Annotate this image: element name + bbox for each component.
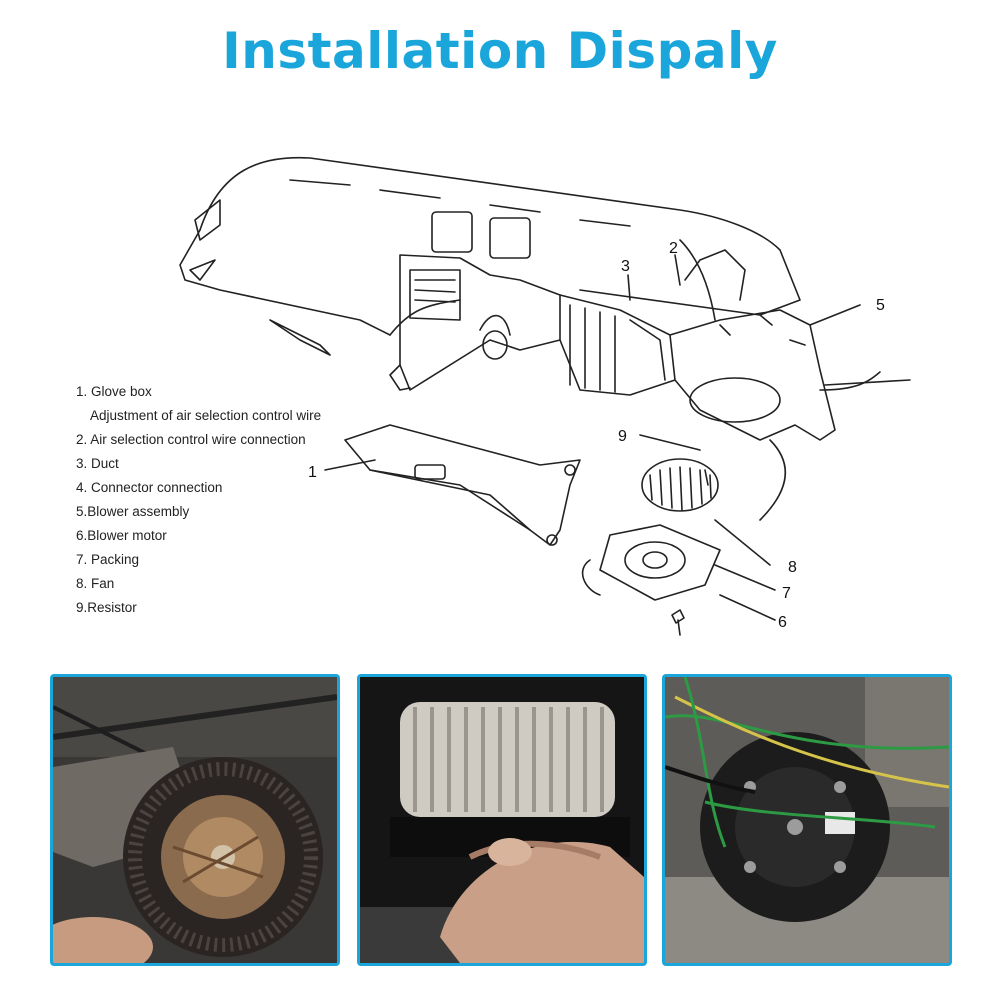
callout-1: 1 [308,464,317,481]
legend-item: 6.Blower motor [76,528,167,543]
dashboard-exploded-diagram: 1 2 3 5 4 9 8 7 6 [179,156,911,636]
legend-item: 5.Blower assembly [76,504,190,519]
callout-2: 2 [669,240,678,257]
legend-item: 2. Air selection control wire connection [76,432,306,447]
callout-3: 3 [621,258,630,275]
callout-9: 9 [618,428,627,445]
legend-item: 7. Packing [76,552,140,567]
callout-5: 5 [876,297,885,314]
parts-legend: 1. Glove box Adjustment of air selection… [76,380,376,620]
legend-item: Adjustment of air selection control wire [90,408,322,423]
legend-item: 8. Fan [76,576,115,591]
legend-item: 4. Connector connection [76,480,223,495]
legend-item: 9.Resistor [76,600,137,615]
legend-item: 3. Duct [76,456,119,471]
callout-8: 8 [788,559,797,576]
page-title: Installation Dispaly [222,22,778,80]
callout-7: 7 [782,585,791,602]
blower-fan-removed-photo [50,674,340,966]
legend-item: 1. Glove box [76,384,152,399]
callout-6: 6 [778,614,787,631]
blower-hand-install-photo [357,674,647,966]
blower-motor-installed-photo [662,674,952,966]
